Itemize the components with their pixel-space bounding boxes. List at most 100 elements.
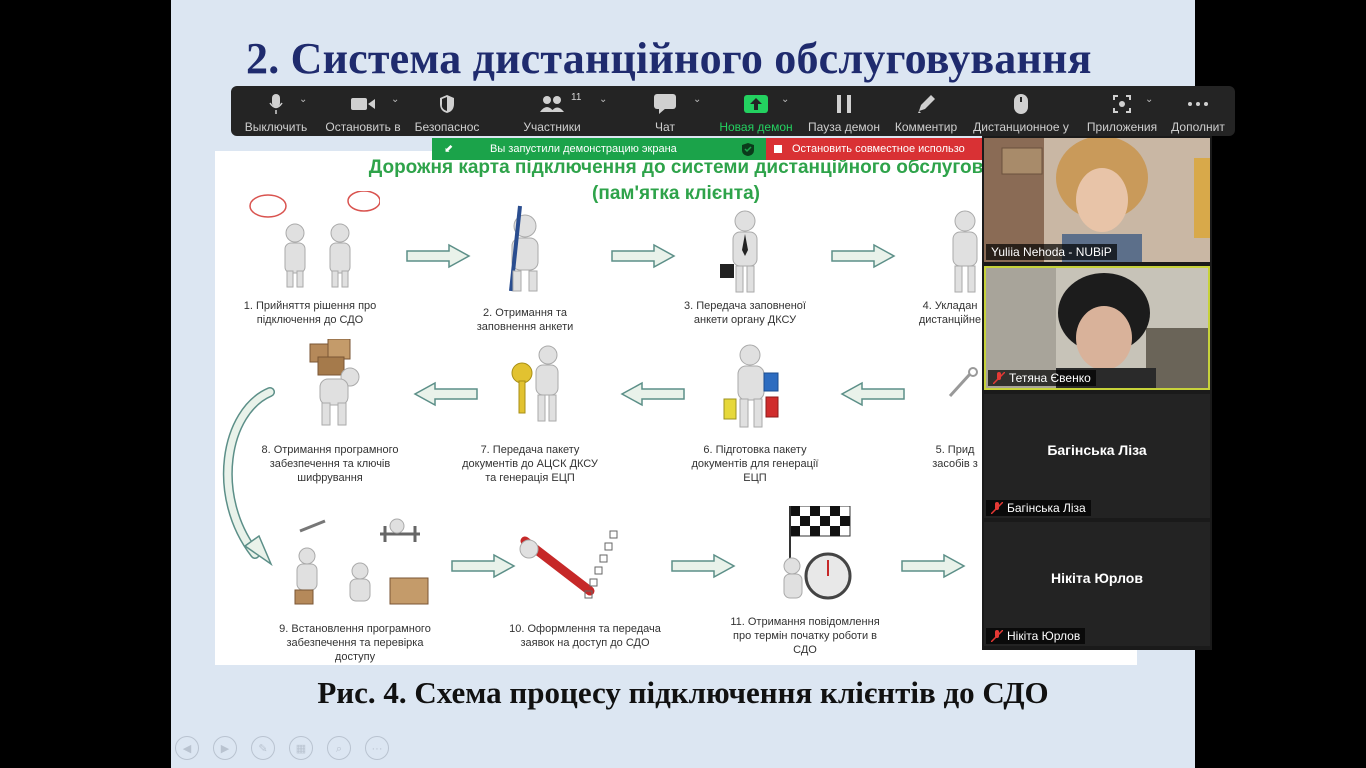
- muted-microphone-icon: [991, 630, 1003, 642]
- shield-check-icon: [742, 143, 754, 156]
- mute-label: Выключить: [244, 120, 308, 134]
- muted-microphone-icon: [991, 502, 1003, 514]
- chat-options-caret[interactable]: ⌄: [693, 94, 702, 105]
- remote-control-button[interactable]: Дистанционное у: [971, 86, 1071, 136]
- software-install-icon: [294, 518, 429, 605]
- chat-button[interactable]: Чат: [636, 86, 694, 136]
- stop-share-label: Остановить совместное использо: [792, 143, 965, 155]
- participants-button[interactable]: Участники: [516, 86, 588, 136]
- step-label: 6. Підготовка пакету документів для гене…: [691, 444, 819, 484]
- slide-title: 2. Система дистанційного обслуговування: [246, 34, 1092, 83]
- step-label: 7. Передача пакету документів до АЦСК ДК…: [462, 444, 598, 484]
- video-gallery: Yuliia Nehoda - NUBiP Тетяна Євенко Багі…: [982, 136, 1212, 650]
- share-screen-icon: [744, 95, 768, 113]
- figure-caption: Рис. 4. Схема процесу підключення клієнт…: [317, 675, 1049, 710]
- participant-name: Тетяна Євенко: [988, 370, 1096, 386]
- participant-display-name: Нікіта Юрлов: [1051, 570, 1143, 586]
- mute-options-caret[interactable]: ⌄: [299, 94, 308, 105]
- participant-name: Yuliia Nehoda - NUBiP: [986, 244, 1117, 260]
- apps-icon: [1113, 95, 1131, 113]
- zoom-button[interactable]: ⌕: [327, 736, 351, 760]
- video-options-caret[interactable]: ⌄: [391, 94, 400, 105]
- security-button[interactable]: Безопаснос: [413, 86, 481, 136]
- sharing-status-text: Вы запустили демонстрацию экрана: [490, 143, 677, 155]
- more-label: Дополнит: [1171, 120, 1225, 134]
- sharing-status-banner: ⬋ Вы запустили демонстрацию экрана: [432, 138, 766, 160]
- stop-video-label: Остановить в: [325, 120, 401, 134]
- step-label: 1. Прийняття рішення про підключення до …: [243, 300, 377, 326]
- step-label: 4. Укладан дистанційне: [918, 300, 982, 326]
- step-label: 2. Отримання та заповнення анкети: [476, 307, 574, 333]
- roadmap-title: Дорожня карта підключення до системи дис…: [368, 157, 984, 178]
- participant-video: [986, 268, 1208, 388]
- step-label: 9. Встановлення програмного забезпечення…: [279, 623, 431, 663]
- mouse-icon: [1014, 94, 1028, 114]
- flow-arrow-right: [671, 553, 736, 579]
- flow-arrow-right: [901, 553, 966, 579]
- annotate-button[interactable]: Комментир: [891, 86, 961, 136]
- stop-share-button[interactable]: Остановить совместное использо: [766, 138, 986, 160]
- participant-video: [984, 138, 1210, 262]
- flow-arrow-left: [620, 381, 685, 407]
- step-label: 11. Отримання повідомлення про термін по…: [730, 616, 880, 656]
- businessman-icon: [720, 210, 758, 293]
- video-tile[interactable]: Нікіта Юрлов Нікіта Юрлов: [984, 522, 1210, 646]
- participant-name: Багінська Ліза: [986, 500, 1091, 516]
- participants-options-caret[interactable]: ⌄: [599, 94, 608, 105]
- pause-share-label: Пауза демон: [808, 120, 880, 134]
- ellipsis-icon: [1188, 102, 1208, 106]
- pause-icon: [837, 95, 851, 113]
- tools-person-icon: [948, 367, 978, 398]
- remote-control-label: Дистанционное у: [973, 120, 1069, 134]
- video-tile[interactable]: Багінська Ліза Багінська Ліза: [984, 394, 1210, 518]
- step-label: 10. Оформлення та передача заявок на дос…: [509, 623, 661, 649]
- more-button[interactable]: Дополнит: [1167, 86, 1229, 136]
- step-label: 8. Отримання програмного забезпечення та…: [261, 444, 399, 484]
- drag-handle-icon[interactable]: ⬋: [444, 143, 454, 155]
- key-person-icon: [511, 345, 559, 422]
- contract-person-icon: [952, 210, 978, 293]
- apps-label: Приложения: [1086, 120, 1158, 134]
- apps-button[interactable]: Приложения: [1083, 86, 1161, 136]
- meeting-toolbar: Выключить ⌄ Остановить в ⌄ Безопаснос Уч…: [231, 86, 1235, 136]
- chat-bubble-icon: [654, 94, 676, 114]
- new-share-button[interactable]: Новая демон: [716, 86, 796, 136]
- flow-arrow-left: [413, 381, 478, 407]
- stop-video-button[interactable]: Остановить в: [323, 86, 403, 136]
- mute-button[interactable]: Выключить: [239, 86, 313, 136]
- stop-square-icon: [774, 145, 782, 154]
- flow-arrow-right: [451, 553, 516, 579]
- flow-arrow-curve: [222, 387, 275, 567]
- pause-share-button[interactable]: Пауза демон: [804, 86, 884, 136]
- video-camera-icon: [351, 98, 375, 110]
- next-slide-button[interactable]: ▶: [213, 736, 237, 760]
- prev-slide-button[interactable]: ◀: [175, 736, 199, 760]
- filling-form-icon: [509, 205, 539, 292]
- documents-person-icon: [723, 344, 779, 428]
- step-label: 5. Прид засобів з: [932, 444, 978, 470]
- new-share-label: Новая демон: [719, 120, 793, 134]
- video-tile[interactable]: Yuliia Nehoda - NUBiP: [984, 138, 1210, 262]
- shield-icon: [440, 95, 454, 113]
- decision-people-icon: [249, 191, 380, 288]
- annotate-label: Комментир: [894, 120, 958, 134]
- pen-tool-button[interactable]: ✎: [251, 736, 275, 760]
- boxes-carrier-icon: [309, 339, 360, 426]
- pencil-icon: [918, 95, 935, 113]
- muted-microphone-icon: [993, 372, 1005, 384]
- roadmap-subtitle: (пам'ятка клієнта): [592, 183, 760, 204]
- apps-options-caret[interactable]: ⌄: [1145, 94, 1154, 105]
- flow-arrow-right: [406, 243, 471, 269]
- participants-count: 11: [571, 92, 582, 103]
- participant-name: Нікіта Юрлов: [986, 628, 1086, 644]
- step-label: 3. Передача заповненої анкети органу ДКС…: [684, 300, 806, 326]
- share-options-caret[interactable]: ⌄: [781, 94, 790, 105]
- flow-arrow-right: [611, 243, 676, 269]
- flow-arrow-right: [831, 243, 896, 269]
- more-options-button[interactable]: ···: [365, 736, 389, 760]
- slide-sorter-button[interactable]: ▦: [289, 736, 313, 760]
- flow-arrow-left: [840, 381, 905, 407]
- video-tile-active-speaker[interactable]: Тетяна Євенко: [984, 266, 1210, 390]
- security-label: Безопаснос: [414, 120, 480, 134]
- chat-label: Чат: [655, 120, 675, 134]
